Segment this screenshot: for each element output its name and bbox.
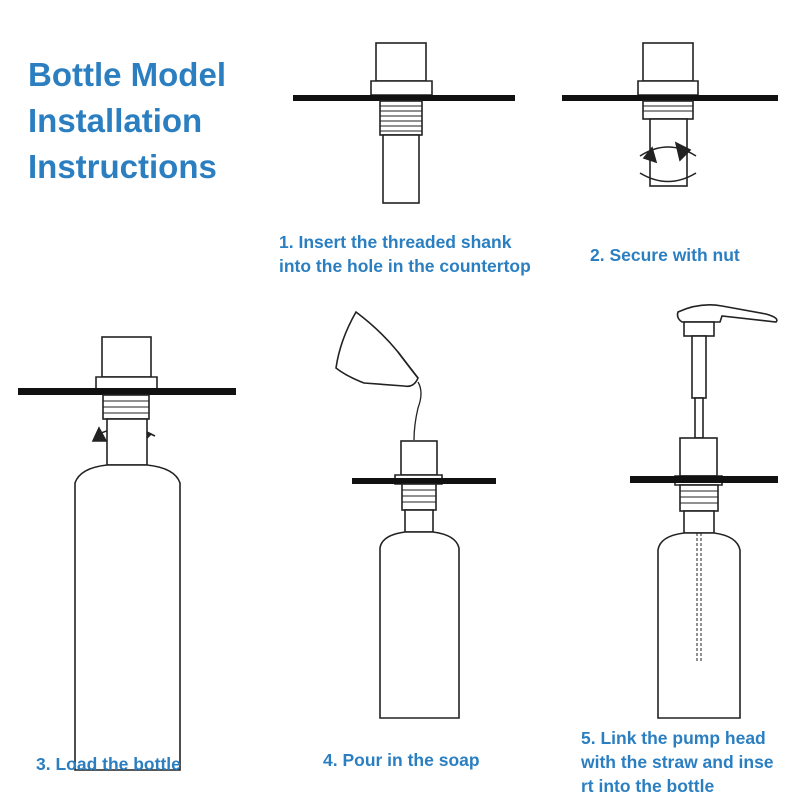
title-line-2: Installation	[28, 102, 203, 139]
step-3-caption: 3. Load the bottle	[36, 752, 181, 776]
page-title: Bottle Model Installation Instructions	[28, 52, 278, 190]
step-2-line-1: 2. Secure with nut	[590, 245, 740, 265]
step-1-line-1: 1. Insert the threaded shank	[279, 232, 512, 252]
step-5-line-1: 5. Link the pump head	[581, 728, 766, 748]
title-line-3: Instructions	[28, 148, 217, 185]
step-5-caption: 5. Link the pump head with the straw and…	[581, 726, 800, 798]
threaded-shank-icon	[293, 42, 515, 204]
title-line-1: Bottle Model	[28, 56, 226, 93]
pump-head-icon	[630, 304, 778, 719]
soap-pour-icon	[335, 310, 496, 719]
nut-icon	[562, 42, 778, 187]
step-5-line-2: with the straw and inse	[581, 752, 774, 772]
step-5-line-3: rt into the bottle	[581, 776, 715, 796]
step-1-caption: 1. Insert the threaded shank into the ho…	[279, 230, 531, 278]
step-4-line-1: 4. Pour in the soap	[323, 750, 480, 770]
step-2-caption: 2. Secure with nut	[590, 243, 740, 267]
step-4-caption: 4. Pour in the soap	[323, 748, 480, 772]
step-1-line-2: into the hole in the countertop	[279, 256, 531, 276]
step-3-line-1: 3. Load the bottle	[36, 754, 181, 774]
bottle-icon	[18, 336, 236, 771]
